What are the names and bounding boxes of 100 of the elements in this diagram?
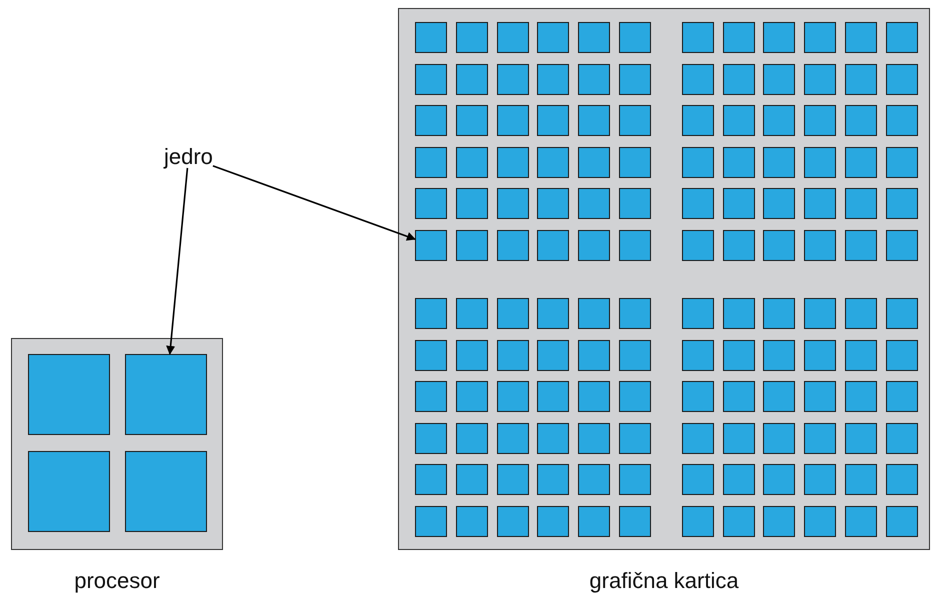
core-square: [845, 188, 877, 219]
core-square: [125, 354, 207, 435]
core-square: [682, 22, 714, 53]
core-square: [456, 298, 488, 329]
core-square: [619, 105, 651, 136]
core-square: [578, 422, 610, 454]
core-square: [845, 146, 877, 178]
core-square: [28, 354, 110, 435]
core-square: [619, 464, 651, 495]
core-square: [682, 230, 714, 260]
core-square: [496, 64, 529, 94]
core-square: [886, 298, 918, 329]
core-square: [578, 22, 610, 53]
core-square: [537, 422, 570, 454]
core-square: [845, 64, 877, 94]
core-square: [415, 422, 447, 454]
core-square: [619, 381, 651, 412]
core-square: [845, 22, 877, 53]
core-square: [682, 146, 714, 178]
core-square: [845, 340, 877, 370]
core-square: [578, 64, 610, 94]
core-square: [619, 340, 651, 370]
core-square: [456, 230, 488, 260]
core-square: [886, 64, 918, 94]
core-square: [682, 506, 714, 536]
core-square: [804, 230, 836, 260]
core-square: [415, 506, 447, 536]
core-square: [886, 146, 918, 178]
core-square: [682, 464, 714, 495]
core-square: [845, 381, 877, 412]
core-square: [578, 188, 610, 219]
core-square: [537, 340, 570, 370]
core-square: [763, 298, 796, 329]
core-square: [456, 22, 488, 53]
core-square: [415, 381, 447, 412]
core-square: [537, 146, 570, 178]
core-square: [496, 381, 529, 412]
core-square: [763, 506, 796, 536]
core-square: [763, 230, 796, 260]
core-square: [722, 188, 755, 219]
core-square: [619, 506, 651, 536]
core-square: [886, 188, 918, 219]
core-square: [886, 506, 918, 536]
arrow: [166, 168, 188, 355]
core-square: [415, 298, 447, 329]
core-square: [578, 105, 610, 136]
core-square: [496, 340, 529, 370]
core-square: [804, 381, 836, 412]
core-square: [456, 506, 488, 536]
core-square: [537, 381, 570, 412]
core-square: [125, 451, 207, 532]
core-square: [763, 105, 796, 136]
core-square: [682, 188, 714, 219]
core-square: [415, 230, 447, 260]
core-square: [804, 22, 836, 53]
core-square: [886, 381, 918, 412]
core-square: [496, 146, 529, 178]
core-square: [496, 230, 529, 260]
core-square: [804, 105, 836, 136]
core-square: [415, 105, 447, 136]
core-square: [682, 64, 714, 94]
core-square: [619, 188, 651, 219]
core-square: [456, 188, 488, 219]
core-square: [763, 146, 796, 178]
core-square: [456, 464, 488, 495]
core-square: [415, 188, 447, 219]
core-square: [537, 464, 570, 495]
core-square: [619, 298, 651, 329]
core-square: [537, 105, 570, 136]
core-square: [722, 105, 755, 136]
core-square: [722, 230, 755, 260]
core-square: [845, 298, 877, 329]
core-square: [456, 105, 488, 136]
core-square: [619, 64, 651, 94]
core-square: [537, 64, 570, 94]
core-square: [619, 146, 651, 178]
core-square: [845, 506, 877, 536]
core-square: [845, 422, 877, 454]
core-square: [496, 188, 529, 219]
core-square: [722, 506, 755, 536]
core-square: [456, 381, 488, 412]
core-square: [619, 230, 651, 260]
core-square: [28, 451, 110, 532]
core-square: [496, 506, 529, 536]
core-square: [804, 422, 836, 454]
core-square: [763, 22, 796, 53]
core-square: [537, 298, 570, 329]
core-square: [619, 422, 651, 454]
core-square: [537, 230, 570, 260]
core-square: [415, 340, 447, 370]
core-square: [537, 22, 570, 53]
core-square: [886, 230, 918, 260]
caption-text: procesor: [74, 570, 160, 592]
core-square: [722, 22, 755, 53]
label-text: jedro: [164, 146, 213, 168]
core-square: [804, 188, 836, 219]
core-square: [763, 422, 796, 454]
core-square: [456, 64, 488, 94]
core-square: [496, 422, 529, 454]
core-square: [804, 146, 836, 178]
